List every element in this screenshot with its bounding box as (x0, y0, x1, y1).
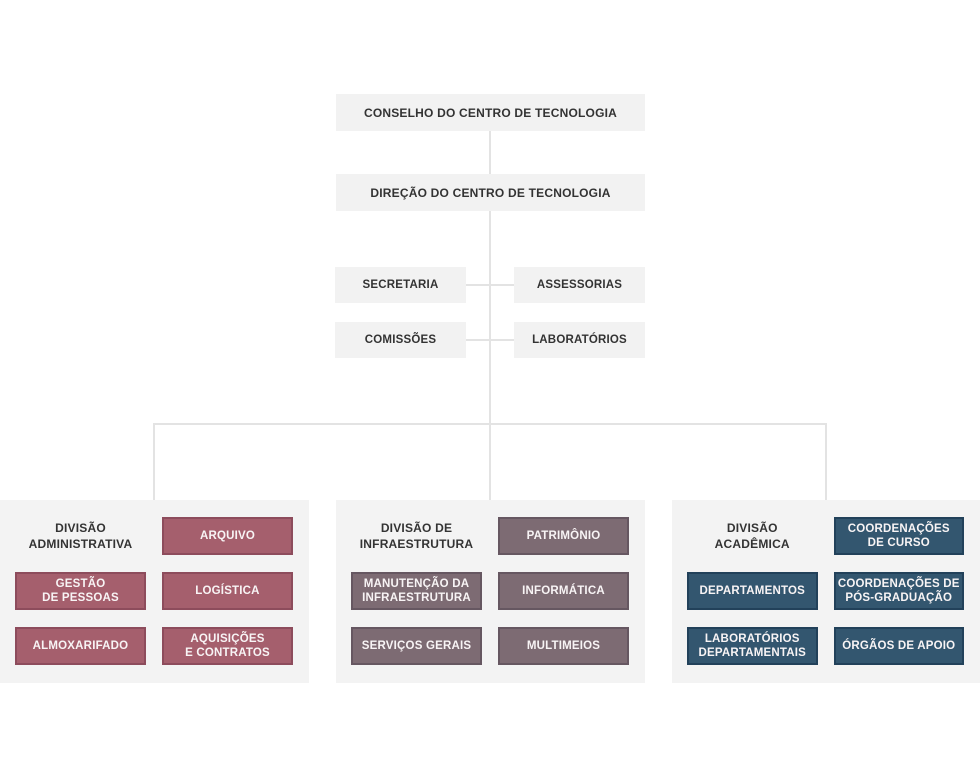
org-node-arquivo: ARQUIVO (162, 517, 293, 555)
org-node-logistica: LOGÍSTICA (162, 572, 293, 610)
node-assessorias: ASSESSORIAS (514, 267, 645, 303)
node-conselho: CONSELHO DO CENTRO DE TECNOLOGIA (336, 94, 645, 131)
connector-conselho-direcao (489, 131, 491, 174)
connector-secretaria-assessorias (466, 284, 514, 286)
org-node-coordenacoes-de-pos-graduacao: COORDENAÇÕES DE PÓS-GRADUAÇÃO (833, 572, 964, 610)
org-node-aquisicoes-e-contratos: AQUISIÇÕES E CONTRATOS (162, 627, 293, 665)
node-laboratorios: LABORATÓRIOS (514, 322, 645, 358)
org-node-gestao-de-pessoas: GESTÃO DE PESSOAS (15, 572, 146, 610)
connector-horizontal-bracket (153, 423, 827, 425)
org-node-coordenacoes-de-curso: COORDENAÇÕES DE CURSO (833, 517, 964, 555)
org-node-servicos-gerais: SERVIÇOS GERAIS (351, 627, 482, 665)
connector-comissoes-laboratorios (466, 339, 514, 341)
node-secretaria: SECRETARIA (335, 267, 466, 303)
division-panel-infraestrutura: DIVISÃO DE INFRAESTRUTURA PATRIMÔNIO MAN… (336, 500, 645, 683)
org-node-departamentos: DEPARTAMENTOS (687, 572, 818, 610)
node-direcao: DIREÇÃO DO CENTRO DE TECNOLOGIA (336, 174, 645, 211)
division-title-academica: DIVISÃO ACADÊMICA (714, 520, 790, 551)
connector-center-vertical (489, 211, 491, 500)
org-node-multimeios: MULTIMEIOS (498, 627, 629, 665)
division-panel-administrativa: DIVISÃO ADMINISTRATIVA ARQUIVO GESTÃO DE… (0, 500, 309, 683)
org-node-patrimonio: PATRIMÔNIO (498, 517, 629, 555)
org-node-manutencao-da-infraestrutura: MANUTENÇÃO DA INFRAESTRUTURA (351, 572, 482, 610)
division-title-infraestrutura: DIVISÃO DE INFRAESTRUTURA (359, 520, 474, 551)
org-node-almoxarifado: ALMOXARIFADO (15, 627, 146, 665)
division-title-administrativa: DIVISÃO ADMINISTRATIVA (28, 520, 133, 551)
division-panel-academica: DIVISÃO ACADÊMICA COORDENAÇÕES DE CURSO … (672, 500, 980, 683)
org-node-orgaos-de-apoio: ÓRGÃOS DE APOIO (833, 627, 964, 665)
org-node-laboratorios-departamentais: LABORATÓRIOS DEPARTAMENTAIS (687, 627, 818, 665)
connector-left-drop (153, 423, 155, 500)
org-node-informatica: INFORMÁTICA (498, 572, 629, 610)
node-comissoes: COMISSÕES (335, 322, 466, 358)
connector-right-drop (825, 423, 827, 500)
